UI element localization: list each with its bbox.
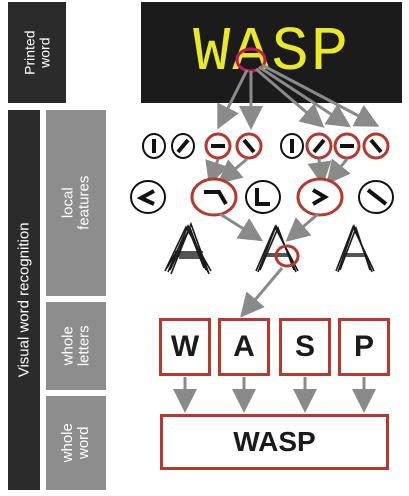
feature-row-angles: [130, 177, 394, 217]
oriented-bar-icon: [280, 133, 304, 159]
angle-feature-icon: [358, 180, 394, 214]
printed-word-label: Printed word: [8, 2, 66, 103]
arrows-letters-to-word: [173, 377, 376, 413]
letter-box-w: W: [159, 318, 211, 376]
local-features-label: local features: [46, 110, 106, 296]
letter-box-p: P: [338, 318, 390, 376]
arrows-angles-to-letters: [219, 212, 319, 242]
letter-box-s: S: [279, 318, 331, 376]
whole-letters-label: whole letters: [46, 302, 106, 390]
letter-a-variant-icon: [164, 221, 212, 275]
whole-word-box: WASP: [160, 414, 389, 470]
angle-feature-icon: [245, 180, 281, 214]
visual-word-recognition-label: Visual word recognition: [8, 110, 40, 490]
highlight-ellipse-icon: [274, 244, 300, 268]
arrow-icon: [240, 267, 284, 318]
letter-a-variant-icon: [335, 223, 375, 273]
arrows-bars-to-angles: [205, 157, 351, 186]
oriented-bar-icon: [333, 132, 361, 160]
printed-word-panel: [141, 2, 402, 103]
oriented-bar-icon: [362, 132, 390, 160]
oriented-bar-icon: [171, 133, 195, 159]
arrows-to-features: [217, 63, 380, 130]
feature-row-bars: [142, 132, 390, 160]
angle-feature-icon: [190, 177, 238, 217]
oriented-bar-icon: [204, 132, 232, 160]
oriented-bar-icon: [305, 132, 333, 160]
oriented-bar-icon: [235, 132, 263, 160]
letter-box-a: A: [218, 318, 270, 376]
whole-word-label: whole word: [46, 396, 106, 490]
oriented-bar-icon: [142, 133, 166, 159]
angle-feature-icon: [130, 180, 166, 214]
angle-feature-icon: [296, 177, 344, 217]
